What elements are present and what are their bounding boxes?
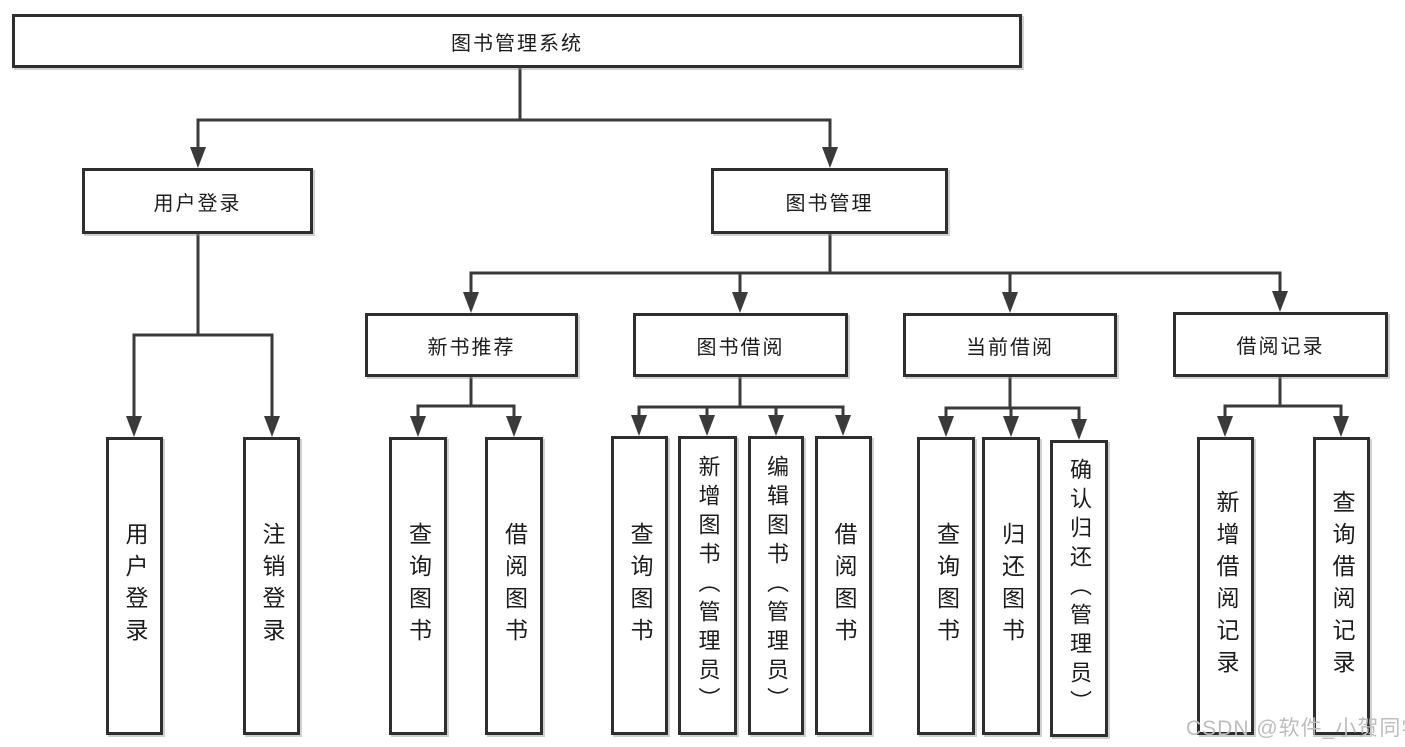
leaf-logout: 注销登录: [243, 437, 300, 735]
node-new-book-recommend: 新书推荐: [365, 313, 578, 377]
leaf-user-login: 用户登录: [106, 437, 163, 735]
leaf-query-borrow-record: 查询借阅记录: [1313, 437, 1370, 735]
leaf-edit-books-admin: 编辑图书（管理员）: [748, 436, 804, 735]
leaf-return-books: 归还图书: [982, 437, 1040, 735]
leaf-query-books-recommend: 查询图书: [389, 437, 447, 735]
leaf-add-books-admin: 新增图书（管理员）: [678, 436, 737, 735]
node-library-system-root: 图书管理系统: [12, 14, 1022, 68]
csdn-watermark: CSDN @软件_小贺同学: [1186, 717, 1405, 740]
node-book-management: 图书管理: [711, 168, 948, 234]
node-borrow-records: 借阅记录: [1173, 312, 1388, 377]
leaf-confirm-return-admin: 确认归还（管理员）: [1050, 440, 1108, 737]
node-user-login-group: 用户登录: [82, 168, 313, 234]
leaf-query-books-current: 查询图书: [917, 437, 975, 735]
node-book-borrowing: 图书借阅: [633, 313, 848, 377]
node-current-borrowing: 当前借阅: [903, 313, 1117, 377]
leaf-query-books-borrowing: 查询图书: [611, 436, 668, 735]
leaf-borrow-books-recommend: 借阅图书: [485, 437, 543, 735]
leaf-add-borrow-record: 新增借阅记录: [1197, 437, 1254, 735]
leaf-borrow-books-borrowing: 借阅图书: [815, 436, 872, 735]
